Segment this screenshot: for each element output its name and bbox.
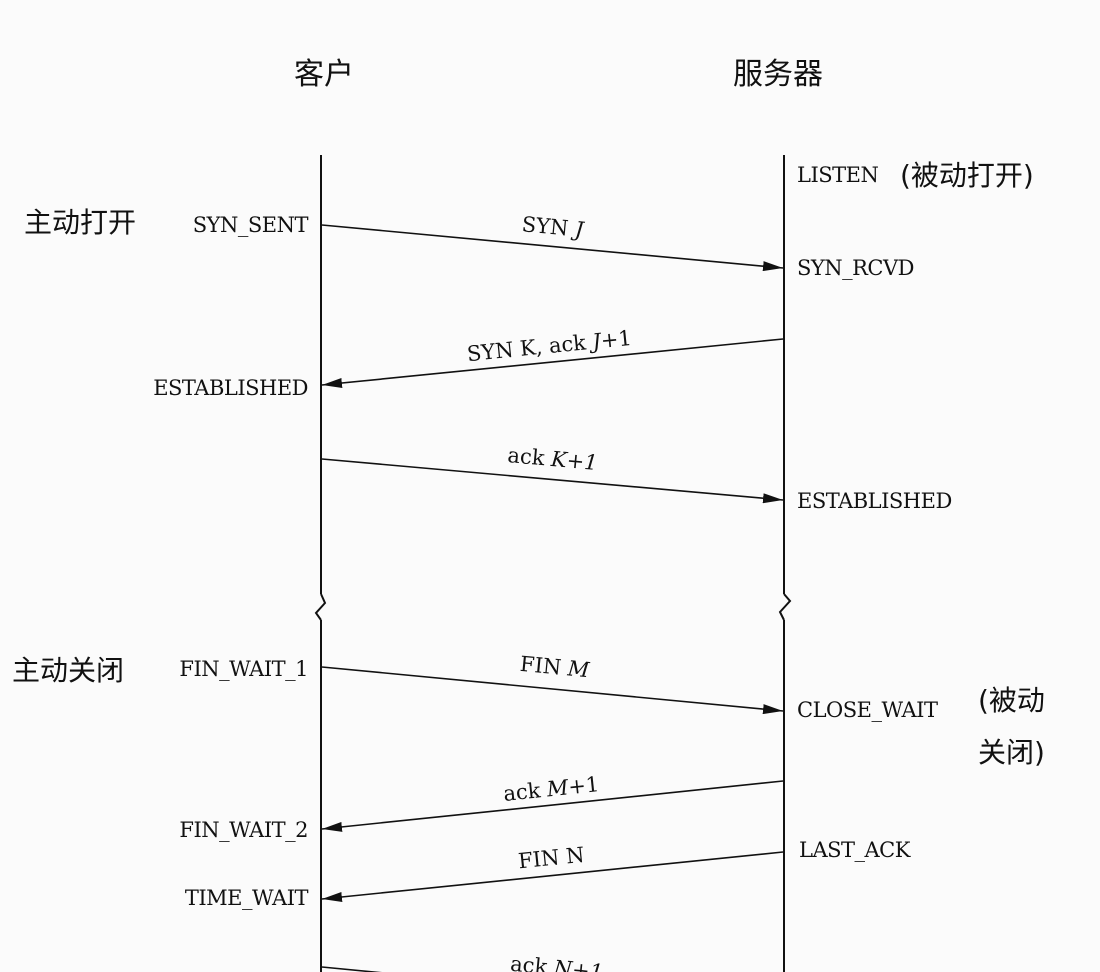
ack-m-arrow: [321, 780, 784, 832]
syn-label: SYN J: [521, 212, 586, 242]
fin-n-arrow: [321, 851, 784, 902]
passive-close-note-line1: (被动: [978, 684, 1045, 717]
syn-ack-label: SYN K, ack J+1: [466, 326, 633, 366]
server-header: 服务器: [733, 57, 823, 92]
syn-ack-arrow: [321, 338, 784, 388]
server-lifeline: [778, 155, 792, 972]
ack-k-label: ack K+1: [507, 443, 599, 475]
server-state-last-ack: LAST_ACK: [799, 838, 911, 862]
server-state-syn-rcvd: SYN_RCVD: [797, 256, 914, 280]
active-open-note: 主动打开: [24, 206, 136, 239]
client-state-established: ESTABLISHED: [153, 376, 308, 400]
syn-arrow: [321, 224, 784, 272]
client-header: 客户: [294, 57, 354, 92]
fin-m-label: FIN M: [519, 652, 591, 682]
server-state-close-wait: CLOSE_WAIT: [797, 698, 938, 722]
passive-close-note-line2: 关闭): [978, 736, 1045, 769]
fin-n-label: FIN N: [517, 843, 585, 874]
server-state-established: ESTABLISHED: [797, 489, 952, 513]
server-state-listen: LISTEN: [797, 163, 878, 187]
fin-m-arrow: [321, 666, 784, 715]
ack-k-arrow: [321, 458, 784, 504]
client-state-time-wait: TIME_WAIT: [185, 886, 309, 910]
active-close-note: 主动关闭: [12, 654, 124, 687]
client-state-syn-sent: SYN_SENT: [193, 213, 309, 237]
client-state-fin-wait-2: FIN_WAIT_2: [179, 818, 308, 842]
client-state-fin-wait-1: FIN_WAIT_1: [179, 657, 308, 681]
ack-n-arrow: [321, 966, 383, 972]
passive-open-note: (被动打开): [900, 159, 1034, 192]
client-lifeline: [314, 155, 327, 972]
ack-n-label: ack N+1: [509, 952, 604, 972]
ack-m-label: ack M+1: [502, 772, 600, 806]
